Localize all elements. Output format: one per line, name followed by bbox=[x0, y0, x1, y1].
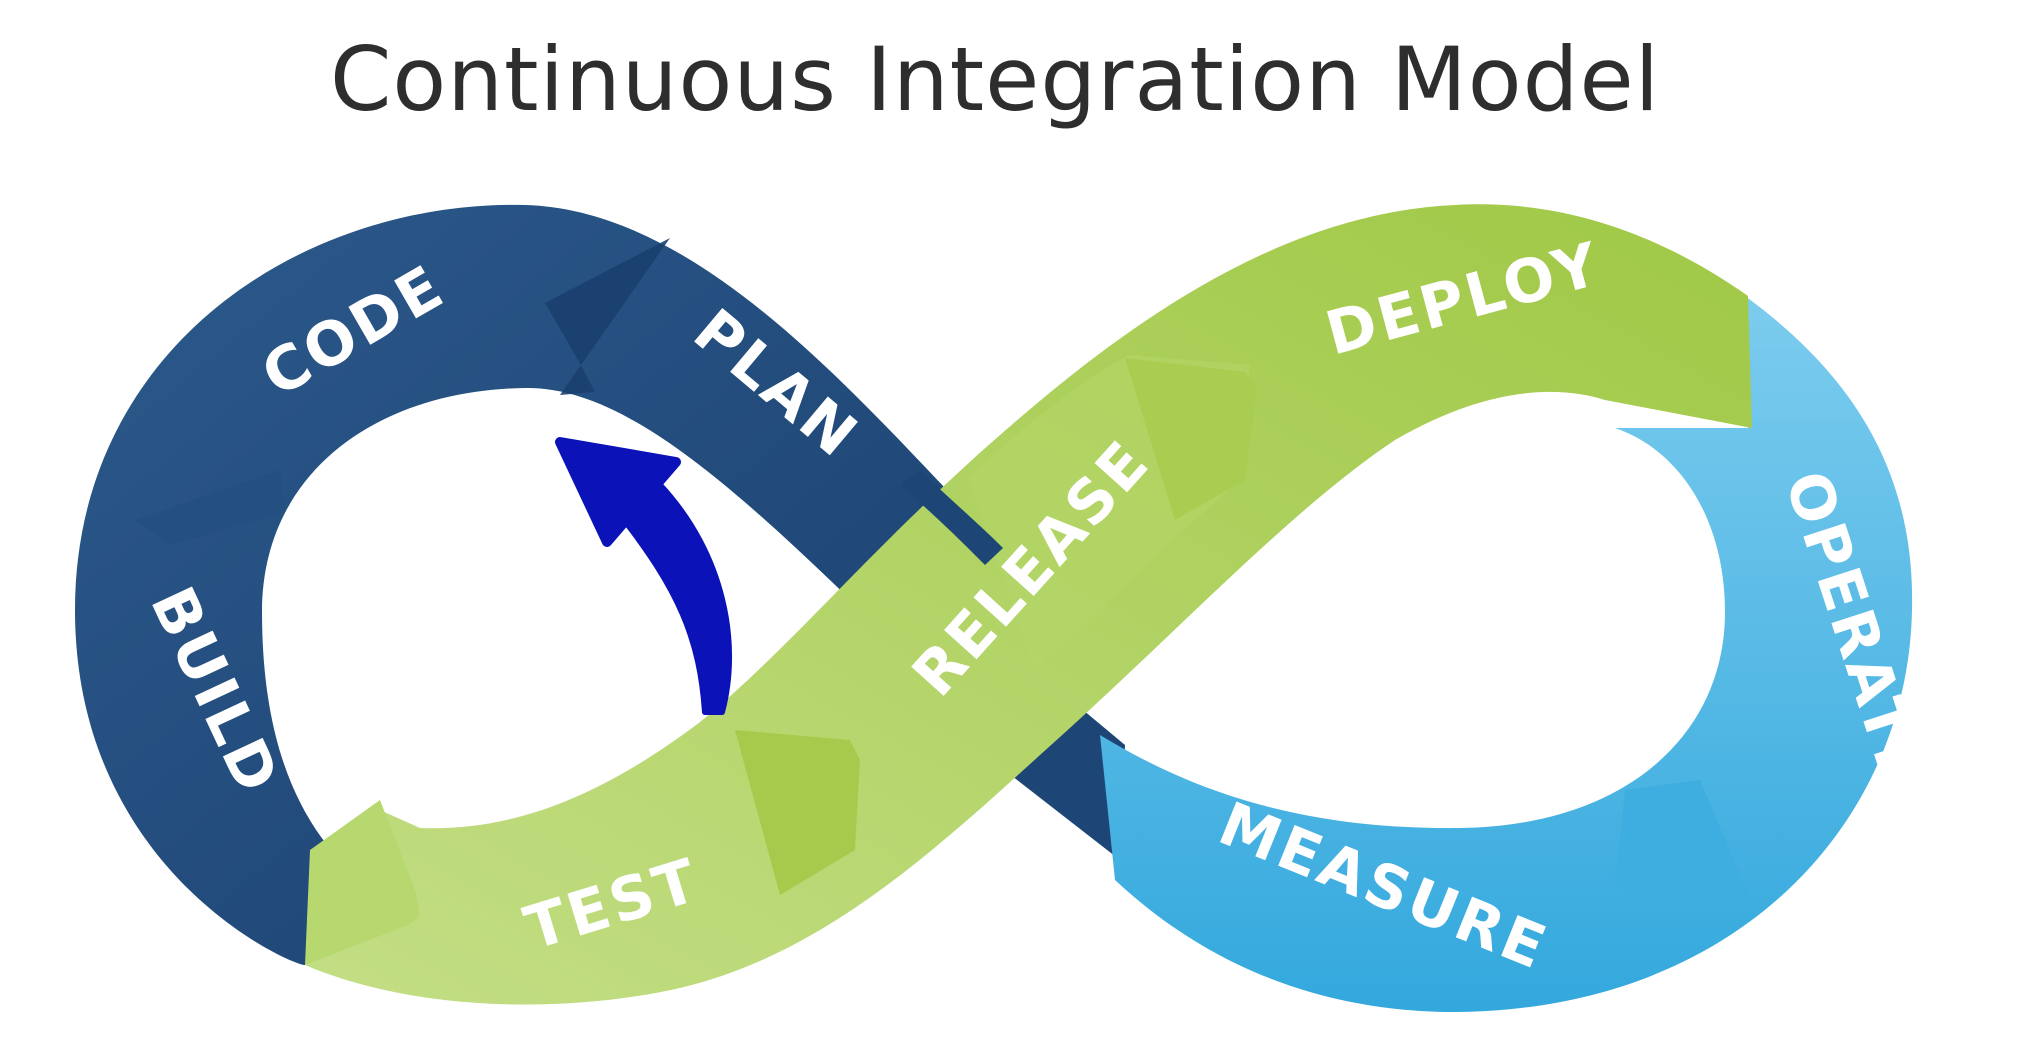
light-blue-band bbox=[1100, 296, 1913, 1012]
left-loop-band bbox=[75, 204, 1003, 965]
diagram-title: Continuous Integration Model bbox=[329, 28, 1661, 131]
operate-measure-separator bbox=[1615, 780, 1755, 910]
dark-under-green bbox=[900, 470, 1003, 565]
release-deploy-separator bbox=[1125, 358, 1257, 520]
code-build-separator bbox=[135, 470, 285, 545]
curved-arrow-icon bbox=[555, 437, 733, 715]
build-test-separator bbox=[305, 800, 420, 965]
arrow-head bbox=[555, 437, 681, 547]
code-plan-separator bbox=[545, 238, 670, 395]
test-release-separator bbox=[735, 730, 860, 895]
arrow-shaft bbox=[615, 482, 733, 715]
green-band bbox=[305, 204, 1752, 1005]
